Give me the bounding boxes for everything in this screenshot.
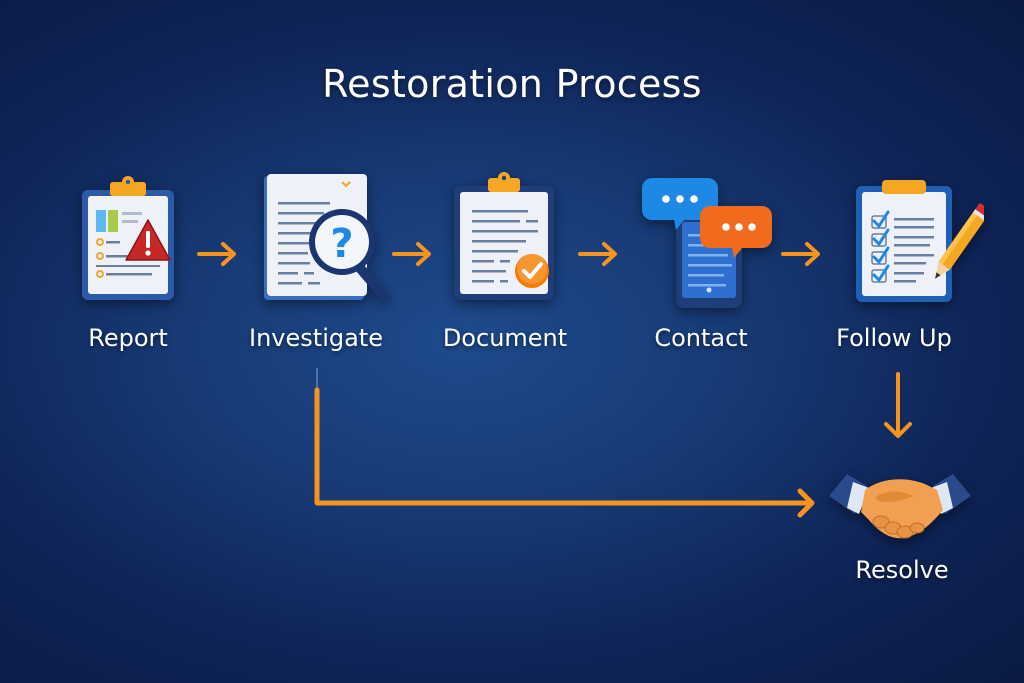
arrow-right-icon [197,242,236,266]
step-label-report: Report [88,324,168,352]
step-label-resolve: Resolve [855,556,949,584]
clipboard-checkmark-icon [454,172,554,300]
arrow-right-icon [392,242,431,266]
arrow-right-icon [578,242,617,266]
step-follow-up [838,176,998,306]
step-label-investigate: Investigate [249,324,383,352]
step-label-contact: Contact [654,324,748,352]
checklist-pencil-icon [856,180,984,302]
step-document [424,172,584,304]
step-investigate: ? [237,172,397,312]
phone-chat-bubbles-icon [642,178,772,308]
step-resolve [820,456,980,546]
diagram-title: Restoration Process [322,62,702,106]
handshake-icon [829,474,971,539]
document-magnifier-question-icon: ? [264,174,389,301]
step-label-document: Document [442,324,568,352]
arrow-down-icon [884,372,912,438]
svg-text:?: ? [330,221,353,267]
clipboard-warning-icon [82,176,174,300]
step-label-follow-up: Follow Up [836,324,952,352]
step-contact [628,176,788,310]
step-report [48,176,208,304]
arrow-right-icon [781,242,820,266]
